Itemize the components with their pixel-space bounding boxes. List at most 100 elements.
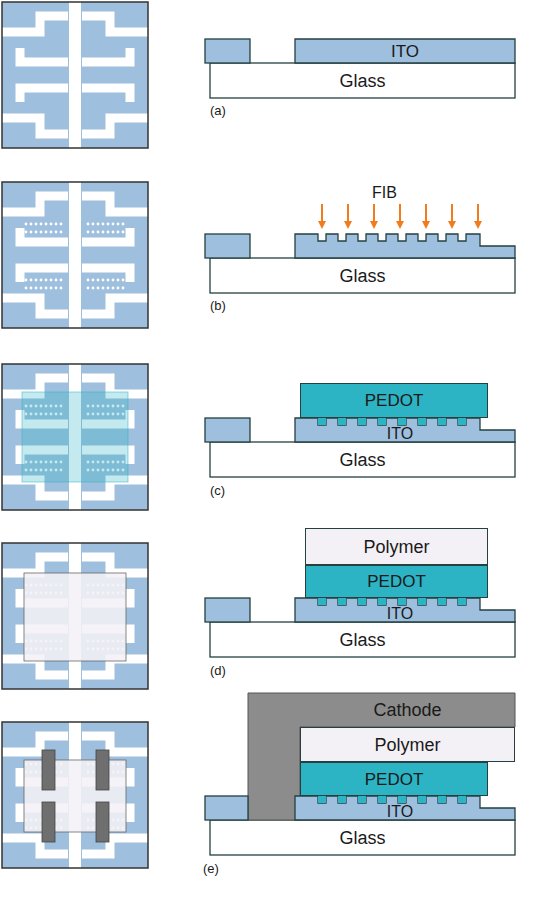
ito-contact	[205, 418, 250, 442]
ito-layer: ITO	[330, 605, 470, 622]
fib-hole	[112, 223, 115, 226]
cathode-layer	[248, 693, 515, 820]
etch-gap	[2, 196, 68, 212]
fib-hole	[30, 223, 33, 226]
ion-beam	[425, 204, 427, 222]
ito-anode	[295, 39, 515, 63]
etch-gap	[69, 2, 81, 148]
fib-hole	[60, 279, 63, 282]
glass-substrate	[210, 622, 515, 657]
etch-gap	[82, 659, 148, 675]
ion-beam	[399, 204, 401, 222]
pedot-layer: PEDOT	[300, 383, 488, 418]
top-view	[2, 364, 148, 510]
ito-plate	[2, 364, 148, 510]
fib-hole	[102, 279, 105, 282]
fib-hole	[107, 223, 110, 226]
etch-gap	[82, 48, 130, 62]
substrate-outline	[2, 364, 148, 510]
fib-hole	[87, 279, 90, 282]
top-view	[2, 722, 148, 868]
fib-hole	[117, 279, 120, 282]
layer-name: Glass	[339, 829, 385, 847]
fib-hole	[25, 231, 28, 234]
ion-beam-head	[448, 221, 456, 229]
fib-hole	[107, 279, 110, 282]
layer-name: Polymer	[374, 736, 440, 754]
fib-hole	[112, 287, 115, 290]
pedot-fill	[358, 796, 366, 803]
etch-gap	[20, 48, 68, 62]
ito-contact	[205, 598, 250, 622]
pedot-fill	[318, 418, 326, 425]
glass-layer: Glass	[210, 442, 515, 477]
glass-layer: Glass	[210, 63, 515, 98]
fib-hole	[50, 279, 53, 282]
ito-layer: ITO	[330, 425, 470, 442]
fib-hole	[25, 279, 28, 282]
layer-name: Glass	[339, 451, 385, 469]
etch-gap	[20, 88, 68, 102]
pedot-area	[22, 392, 128, 482]
ito-layer: ITO	[295, 39, 515, 63]
pedot-fill	[458, 598, 466, 605]
fib-hole	[92, 231, 95, 234]
etch-gap	[82, 736, 148, 752]
layer-name: PEDOT	[365, 392, 424, 409]
top-view	[2, 543, 148, 689]
fib-hole	[102, 223, 105, 226]
layer-name: ITO	[391, 43, 419, 60]
beam-label: FIB	[372, 185, 397, 201]
polymer-layer: Polymer	[300, 727, 515, 762]
ion-beam	[477, 204, 479, 222]
cathode-pad	[96, 750, 109, 790]
pedot-fill	[438, 796, 446, 803]
glass-layer: Glass	[210, 820, 515, 855]
fib-hole	[25, 223, 28, 226]
fib-hole	[60, 231, 63, 234]
layer-name: PEDOT	[367, 573, 426, 590]
pedot-fill	[358, 598, 366, 605]
ito-plate	[2, 722, 148, 868]
substrate-outline	[2, 543, 148, 689]
etch-gap	[82, 118, 148, 134]
etch-gap	[69, 182, 81, 328]
etch-gap	[82, 298, 148, 314]
ito-anode	[295, 234, 515, 258]
glass-substrate	[210, 63, 515, 98]
polymer-area	[24, 760, 126, 832]
substrate-outline	[2, 182, 148, 328]
etch-gap	[82, 838, 148, 854]
ion-beam	[347, 204, 349, 222]
fib-hole	[97, 231, 100, 234]
fib-hole	[50, 223, 53, 226]
fib-hole	[45, 279, 48, 282]
etch-gap	[82, 557, 148, 573]
fib-hole	[35, 287, 38, 290]
pedot-fill	[338, 796, 346, 803]
ito-anode	[295, 796, 515, 820]
fib-hole	[87, 231, 90, 234]
pedot-fill	[318, 796, 326, 803]
ion-beam-head	[422, 221, 430, 229]
fib-hole	[55, 231, 58, 234]
fib-hole	[45, 287, 48, 290]
fib-hole	[50, 287, 53, 290]
pedot-fill	[398, 796, 406, 803]
step-label: (b)	[210, 299, 226, 312]
substrate-outline	[2, 2, 148, 148]
fib-hole	[117, 287, 120, 290]
substrate-outline	[2, 722, 148, 868]
top-view	[2, 2, 148, 148]
fib-hole	[40, 223, 43, 226]
pedot-fill	[418, 418, 426, 425]
pedot-fill	[378, 418, 386, 425]
etch-gap	[82, 16, 148, 32]
fib-hole	[117, 231, 120, 234]
fib-hole	[92, 223, 95, 226]
layer-name: PEDOT	[365, 771, 424, 788]
pedot-fill	[358, 418, 366, 425]
etch-gap	[2, 736, 68, 752]
glass-substrate	[210, 820, 515, 855]
